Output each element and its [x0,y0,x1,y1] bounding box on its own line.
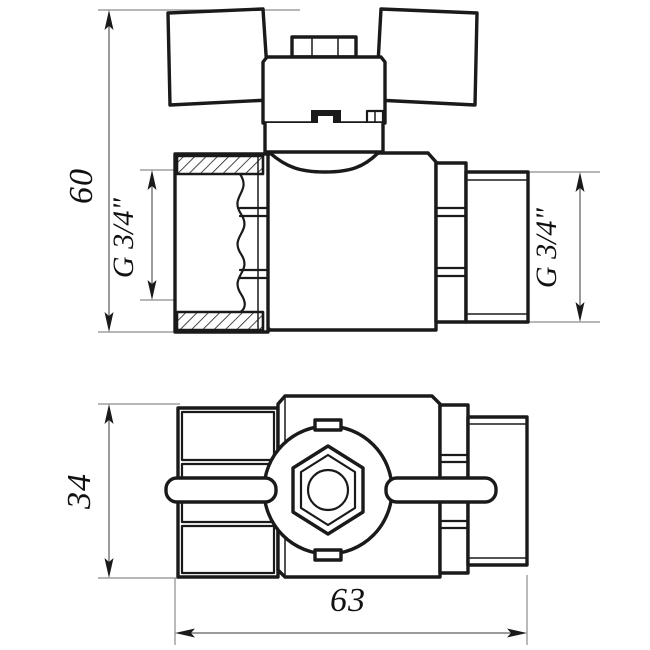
valve-stem-neck [263,121,385,154]
stem-flange-tab-top [313,418,343,432]
handle-bar-left [164,476,278,504]
handle-bar-right [384,476,498,504]
handle-top-cap [290,35,358,59]
handle-wing-right [374,7,479,107]
dimension-outlet-thread-right: G 3/4" [525,171,600,323]
valve-body [260,151,438,332]
dimension-overall-length: 63 [174,575,528,645]
dimension-label-g34-right: G 3/4" [530,208,563,289]
front-elevation-view [166,7,530,334]
dimension-label-g34-left: G 3/4" [107,198,140,279]
inlet-plan-face-3 [180,524,276,575]
stem-bore-circle [306,468,350,512]
inlet-plan-face-1 [180,410,276,462]
outlet-hex-collar [434,161,468,324]
section-hatch-bottom [175,310,265,332]
handle-hub [261,55,387,125]
dimension-label-60: 60 [63,168,100,204]
dimension-overall-height: 60 [63,9,300,333]
stem-hex-nut-inner [299,453,357,527]
stem-flange-tab-bottom [313,548,343,562]
outlet-male-thread [464,170,530,324]
section-hatch-top [175,154,265,176]
dimension-label-63: 63 [330,582,366,619]
handle-wing-left [166,7,271,107]
dimension-inlet-thread-left: G 3/4" [107,169,182,301]
top-plan-view [164,394,529,579]
dimension-label-34: 34 [61,473,98,510]
stem-hex-nut [291,444,365,536]
internal-thread-profile [236,172,246,314]
inlet-female-end [173,152,270,334]
dimension-body-width-top-view: 34 [61,403,180,579]
